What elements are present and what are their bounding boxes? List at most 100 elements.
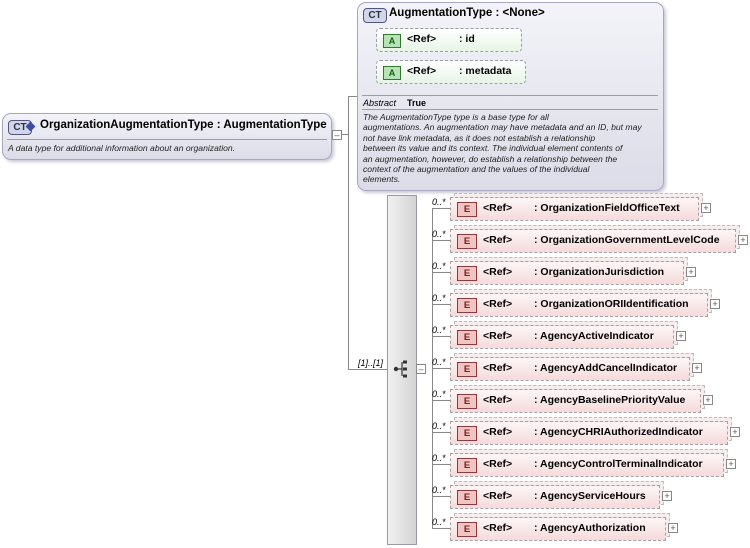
element-badge-icon: E [457,362,477,377]
element-multiplicity: 0..* [432,325,446,335]
organization-augmentation-type-box[interactable]: CT OrganizationAugmentationType : Augmen… [2,113,332,160]
connector-line [432,368,450,369]
element-box[interactable]: E<Ref>: AgencyAuthorization [450,517,666,541]
collapse-toggle-icon[interactable]: – [332,130,342,140]
element-ref: <Ref> [483,394,513,406]
element-box[interactable]: E<Ref>: AgencyControlTerminalIndicator [450,453,724,477]
expand-toggle-icon[interactable]: + [668,523,678,533]
element-box[interactable]: E <Ref> : OrganizationGovernmentLevelCode [450,229,736,253]
element-ref: <Ref> [483,298,513,310]
sequence-icon [393,360,407,378]
element-name: : AgencyBaselinePriorityValue [534,394,686,406]
element-name: : AgencyAuthorization [534,522,646,534]
element-badge-icon: E [457,458,477,473]
expand-toggle-icon[interactable]: + [686,267,696,277]
element-box[interactable]: E <Ref> : OrganizationORIIdentification [450,293,708,317]
element-ref: <Ref> [483,522,513,534]
augmentation-type-box[interactable]: CT AugmentationType : <None> A <Ref> : i… [357,2,664,191]
expand-toggle-icon[interactable]: + [710,299,720,309]
attribute-metadata[interactable]: A <Ref> : metadata [376,60,526,84]
element-ref: <Ref> [483,234,513,246]
connector-line [432,272,450,273]
element-multiplicity: 0..* [432,453,446,463]
connector-line [432,336,450,337]
element-multiplicity: 0..* [432,357,446,367]
connector-line [432,432,450,433]
abstract-value: True [407,98,427,108]
element-box[interactable]: E <Ref> : AgencyBaselinePriorityValue [450,389,701,413]
expand-toggle-icon[interactable]: + [692,363,702,373]
element-name: : AgencyServiceHours [534,490,646,502]
expand-toggle-icon[interactable]: + [703,395,713,405]
element-badge-icon: E [457,330,477,345]
collapse-toggle-icon[interactable]: – [416,364,426,374]
sequence-multiplicity: [1]..[1] [358,358,384,368]
element-name: : OrganizationGovernmentLevelCode [534,234,720,246]
element-ref: <Ref> [483,458,513,470]
connector-line [432,496,450,497]
element-multiplicity: 0..* [432,517,446,527]
connector-line [432,304,450,305]
attribute-name: : id [459,33,475,45]
element-badge-icon: E [457,426,477,441]
element-badge-icon: E [457,394,477,409]
element-ref: <Ref> [483,266,513,278]
element-badge-icon: E [457,266,477,281]
element-name: : OrganizationFieldOfficeText [534,202,680,214]
element-badge-icon: E [457,234,477,249]
connector-line [348,369,387,370]
attribute-badge-icon: A [383,34,401,48]
expand-toggle-icon[interactable]: + [730,427,740,437]
attribute-ref: <Ref> [407,33,437,45]
element-ref: <Ref> [483,426,513,438]
element-box[interactable]: E <Ref> : OrganizationFieldOfficeText [450,197,699,221]
element-multiplicity: 0..* [432,293,446,303]
element-name: : AgencyAddCancelIndicator [534,362,678,374]
element-multiplicity: 0..* [432,229,446,239]
element-multiplicity: 0..* [432,421,446,431]
element-ref: <Ref> [483,362,513,374]
element-box[interactable]: E<Ref>: AgencyServiceHours [450,485,660,509]
connector-line [432,464,450,465]
organization-type-title: OrganizationAugmentationType : Augmentat… [40,119,327,131]
connector-line [432,400,450,401]
connector-line [348,96,360,97]
augmentation-type-description: The AugmentationType type is a base type… [363,112,642,185]
expand-toggle-icon[interactable]: + [662,491,672,501]
element-multiplicity: 0..* [432,261,446,271]
element-ref: <Ref> [483,202,513,214]
element-box[interactable]: E <Ref> : OrganizationJurisdiction [450,261,684,285]
attribute-ref: <Ref> [407,65,437,77]
element-box[interactable]: E <Ref> : AgencyActiveIndicator [450,325,674,349]
connector-line [432,528,450,529]
expand-toggle-icon[interactable]: + [701,203,711,213]
element-multiplicity: 0..* [432,389,446,399]
element-box[interactable]: E <Ref> : AgencyCHRIAuthorizedIndicator [450,421,728,445]
element-badge-icon: E [457,298,477,313]
element-box[interactable]: E <Ref> : AgencyAddCancelIndicator [450,357,690,381]
organization-type-description: A data type for additional information a… [8,143,236,153]
element-multiplicity: 0..* [432,485,446,495]
element-name: : AgencyActiveIndicator [534,330,654,342]
element-name: : AgencyCHRIAuthorizedIndicator [534,426,703,438]
element-badge-icon: E [457,202,477,217]
element-multiplicity: 0..* [432,197,446,207]
divider [362,109,658,110]
augmentation-type-title: AugmentationType : <None> [389,7,545,19]
attribute-name: : metadata [459,65,512,77]
attribute-id[interactable]: A <Ref> : id [376,28,522,52]
abstract-label: Abstract [363,98,397,108]
connector-line [348,96,349,369]
expand-toggle-icon[interactable]: + [726,459,736,469]
divider [362,95,658,96]
expand-toggle-icon[interactable]: + [676,331,686,341]
expand-toggle-icon[interactable]: + [738,235,748,245]
element-name: : OrganizationJurisdiction [534,266,665,278]
attribute-badge-icon: A [383,66,401,80]
connector-line [432,208,450,209]
complex-type-badge-icon: CT [363,8,387,23]
element-ref: <Ref> [483,330,513,342]
element-ref: <Ref> [483,490,513,502]
connector-line [432,240,450,241]
element-name: : OrganizationORIIdentification [534,298,689,310]
